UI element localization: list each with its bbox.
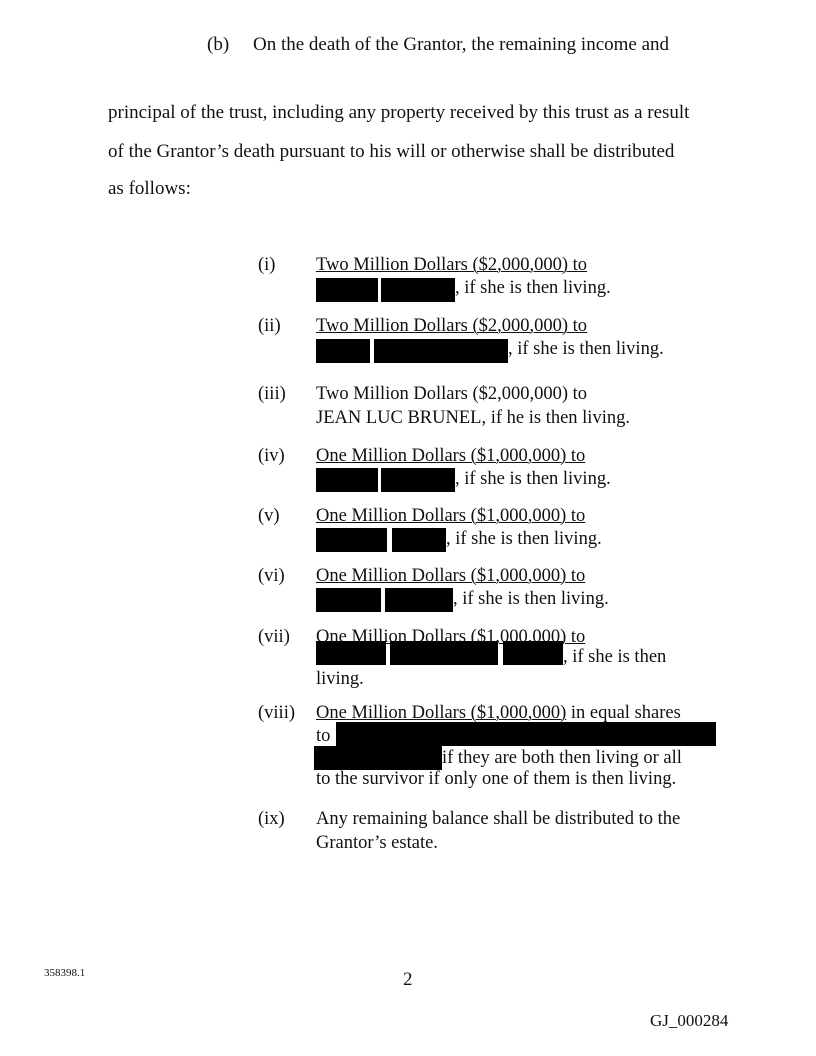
item-text: in equal shares bbox=[566, 703, 681, 723]
item-text: Grantor’s estate. bbox=[316, 833, 438, 853]
item-text: Two Million Dollars ($2,000,000) to bbox=[316, 384, 588, 404]
redaction bbox=[381, 278, 455, 302]
redaction bbox=[336, 722, 716, 746]
redaction bbox=[374, 339, 508, 363]
page-number: 2 bbox=[403, 969, 413, 990]
item-text: , if she is then living. bbox=[508, 339, 664, 359]
redaction bbox=[316, 641, 386, 665]
item-number: (vi) bbox=[258, 566, 285, 586]
item-text: Two Million Dollars ($2,000,000) to bbox=[316, 316, 588, 336]
item-number: (viii) bbox=[258, 703, 295, 723]
para-text: principal of the trust, including any pr… bbox=[108, 102, 690, 123]
item-number: (v) bbox=[258, 506, 280, 526]
item-number: (iv) bbox=[258, 446, 285, 466]
item-text: to the survivor if only one of them is t… bbox=[316, 769, 677, 789]
item-text: One Million Dollars ($1,000,000) to bbox=[316, 566, 586, 586]
item-text: , if she is then living. bbox=[453, 589, 609, 609]
item-text: One Million Dollars ($1,000,000) to bbox=[316, 446, 586, 466]
item-text: , if she is then living. bbox=[455, 278, 611, 298]
item-number: (vii) bbox=[258, 627, 290, 647]
item-text: , if she is then living. bbox=[446, 529, 602, 549]
bates-number: GJ_000284 bbox=[650, 1011, 729, 1030]
redaction bbox=[316, 339, 370, 363]
para-label: (b) bbox=[207, 34, 230, 55]
item-text: One Million Dollars ($1,000,000) to bbox=[316, 506, 586, 526]
redaction bbox=[385, 588, 453, 612]
para-text: On the death of the Grantor, the remaini… bbox=[253, 34, 670, 55]
redaction bbox=[392, 528, 446, 552]
item-text: JEAN LUC BRUNEL, if he is then living. bbox=[316, 408, 630, 428]
redaction bbox=[314, 746, 442, 770]
redaction bbox=[316, 468, 378, 492]
item-number: (iii) bbox=[258, 384, 286, 404]
redaction bbox=[381, 468, 455, 492]
redaction bbox=[316, 278, 378, 302]
item-text: if they are both then living or all bbox=[442, 748, 682, 768]
document-id: 358398.1 bbox=[44, 967, 86, 979]
item-text: living. bbox=[316, 669, 364, 689]
redaction bbox=[390, 641, 498, 665]
item-number: (ii) bbox=[258, 316, 281, 336]
item-number: (i) bbox=[258, 255, 276, 275]
item-text: Two Million Dollars ($2,000,000) to bbox=[316, 255, 588, 275]
item-text: Any remaining balance shall be distribut… bbox=[316, 809, 681, 829]
item-number: (ix) bbox=[258, 809, 285, 829]
redaction bbox=[503, 641, 563, 665]
item-text: One Million Dollars ($1,000,000) bbox=[316, 703, 567, 723]
redaction bbox=[316, 528, 387, 552]
item-text: to bbox=[316, 726, 331, 746]
para-text: as follows: bbox=[108, 178, 191, 199]
redaction bbox=[316, 588, 381, 612]
item-text: , if she is then bbox=[563, 647, 667, 667]
para-text: of the Grantor’s death pursuant to his w… bbox=[108, 141, 675, 162]
item-text: , if she is then living. bbox=[455, 469, 611, 489]
